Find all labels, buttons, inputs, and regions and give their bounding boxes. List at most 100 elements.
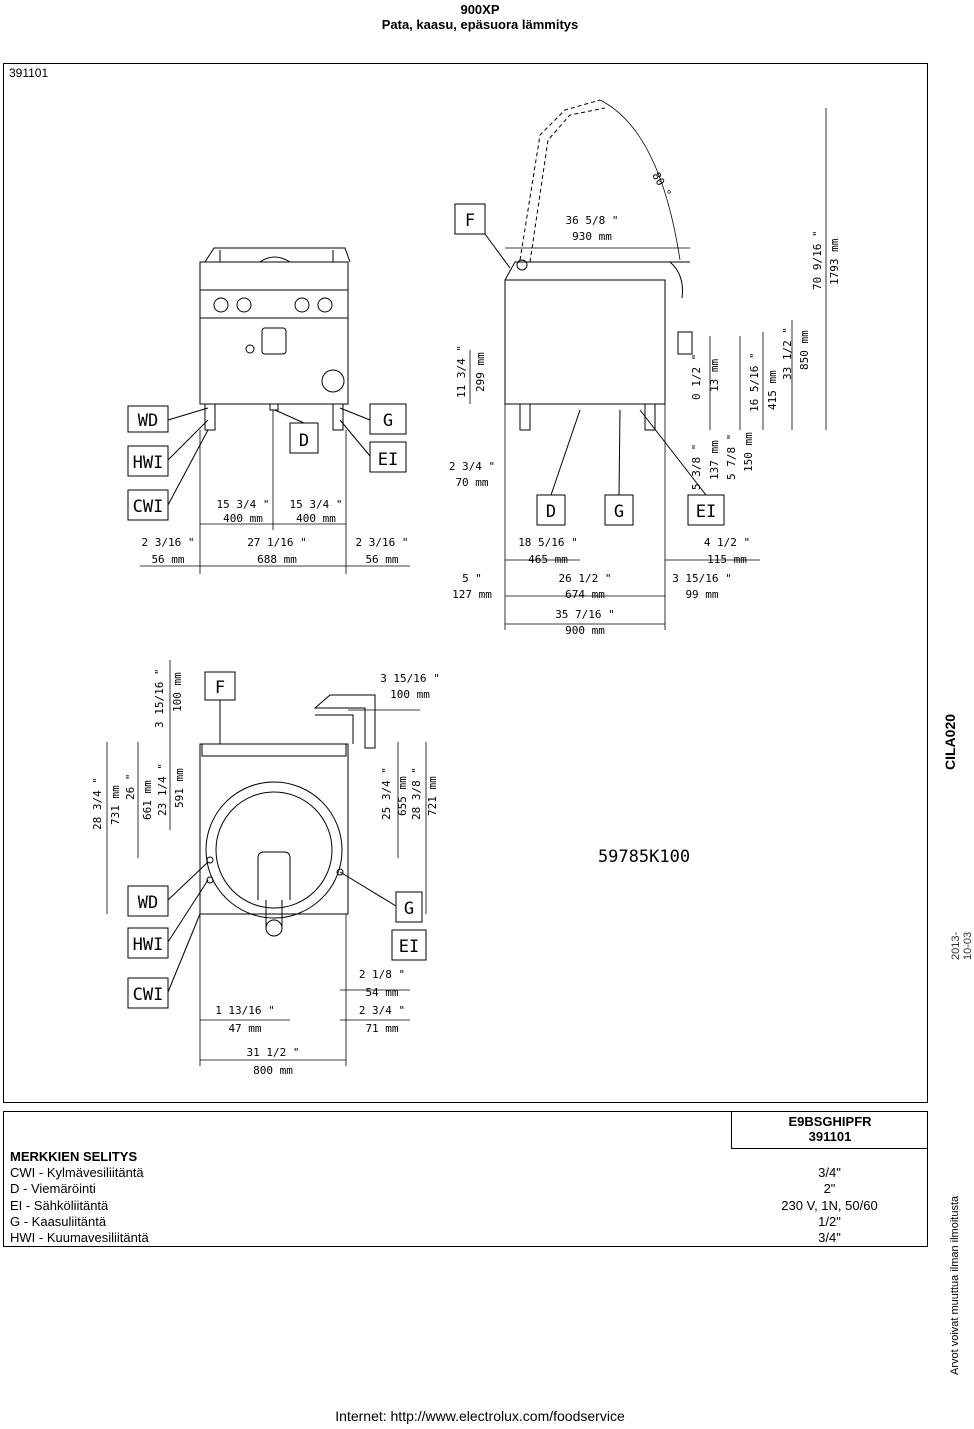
front-hwi-label: HWI <box>133 453 164 473</box>
dim-label: 35 7/16 " <box>555 608 615 621</box>
dim-label: 850 mm <box>798 330 811 370</box>
dim-label: 26 1/2 " <box>559 572 612 585</box>
legend-row-label: HWI - Kuumavesiliitäntä <box>10 1230 149 1245</box>
legend-row-value: 2" <box>823 1181 836 1196</box>
angle-label: 80 ° <box>649 170 674 199</box>
dim-label: 127 mm <box>452 588 492 601</box>
model-number: 391101 <box>9 66 49 80</box>
legend-row-label: G - Kaasuliitäntä <box>10 1214 107 1229</box>
top-label-boxes <box>127 861 427 1009</box>
legend-row-label: CWI - Kylmävesiliitäntä <box>10 1165 144 1180</box>
legend-title: MERKKIEN SELITYS <box>10 1149 138 1164</box>
front-ei-label: EI <box>378 450 398 470</box>
drawing-frame <box>3 63 928 1103</box>
page-title: 900XP <box>460 2 500 17</box>
dim-label: 27 1/16 " <box>247 536 307 549</box>
dim-label: 100 mm <box>171 672 184 712</box>
dim-label: 33 1/2 " <box>781 327 794 380</box>
dim-label: 5 3/8 " <box>690 444 703 490</box>
legend-model-number: 391101 <box>808 1129 852 1144</box>
dim-label: 26 " <box>124 774 137 801</box>
dim-label: 591 mm <box>173 768 186 808</box>
top-f-label: F <box>215 678 225 698</box>
dim-label: 0 1/2 " <box>690 354 703 400</box>
dim-label: 688 mm <box>257 553 297 566</box>
top-wd-label: WD <box>138 893 158 913</box>
dim-label: 5 " <box>462 572 482 585</box>
dim-label: 400 mm <box>223 512 263 525</box>
dim-label: 721 mm <box>426 776 439 816</box>
legend-row-label: D - Viemäröinti <box>10 1181 96 1196</box>
top-cwi-label: CWI <box>133 985 164 1005</box>
page-header: 900XP Pata, kaasu, epäsuora lämmitys <box>0 0 960 32</box>
dim-label: 465 mm <box>528 553 568 566</box>
dim-label: 299 mm <box>474 352 487 392</box>
dim-label: 3 15/16 " <box>153 668 166 728</box>
top-hwi-label: HWI <box>133 935 164 955</box>
legend-row-value: 3/4" <box>818 1230 841 1245</box>
dim-label: 900 mm <box>565 624 605 637</box>
page-subtitle: Pata, kaasu, epäsuora lämmitys <box>381 17 579 32</box>
legend-row-value: 1/2" <box>818 1214 841 1229</box>
dim-label: 100 mm <box>390 688 430 701</box>
dim-label: 16 5/16 " <box>748 352 761 412</box>
legend-row-value: 230 V, 1N, 50/60 <box>781 1198 878 1213</box>
dim-label: 4 1/2 " <box>704 536 750 549</box>
dim-label: 5 7/8 " <box>725 434 738 480</box>
dim-label: 25 3/4 " <box>380 767 393 820</box>
doc-date: 2013-10-03 <box>950 931 974 960</box>
dim-label: 28 3/8 " <box>410 767 423 820</box>
legend-row-label: EI - Sähköliitäntä <box>10 1198 109 1213</box>
top-view <box>199 694 376 937</box>
dim-label: 3 15/16 " <box>380 672 440 685</box>
front-view <box>199 247 351 431</box>
top-ei-label: EI <box>399 937 419 957</box>
dim-label: 15 3/4 " <box>217 498 270 511</box>
cila-code: CILA020 <box>942 713 958 770</box>
dim-label: 415 mm <box>766 370 779 410</box>
dim-label: 1 13/16 " <box>215 1004 275 1017</box>
dim-label: 13 mm <box>708 359 721 392</box>
dim-label: 99 mm <box>685 588 718 601</box>
side-f-label: F <box>465 211 475 231</box>
front-wd-label: WD <box>138 411 158 431</box>
top-dim-lines <box>106 660 427 1066</box>
side-ei-label: EI <box>696 502 716 522</box>
dim-label: 71 mm <box>365 1022 398 1035</box>
dim-label: 655 mm <box>396 776 409 816</box>
dim-label: 674 mm <box>565 588 605 601</box>
side-label-boxes <box>536 409 725 526</box>
dim-label: 31 1/2 " <box>247 1046 300 1059</box>
front-labels <box>127 403 407 521</box>
dim-label: 137 mm <box>708 440 721 480</box>
dim-label: 930 mm <box>572 230 612 243</box>
front-dim-lines <box>140 410 410 574</box>
dim-label: 23 1/4 " <box>156 763 169 816</box>
dim-label: 2 3/4 " <box>359 1004 405 1017</box>
dim-label: 70 mm <box>455 476 488 489</box>
legend-row-value: 3/4" <box>818 1165 841 1180</box>
legend-table: E9BSGHIPFR 391101 MERKKIEN SELITYS CWI -… <box>3 1111 928 1247</box>
legend-model-code: E9BSGHIPFR <box>788 1114 872 1129</box>
front-cwi-label: CWI <box>133 497 164 517</box>
footer-url[interactable]: Internet: http://www.electrolux.com/food… <box>335 1408 625 1424</box>
side-dim-lines <box>469 108 827 630</box>
dim-label: 2 3/4 " <box>449 460 495 473</box>
dim-label: 2 3/16 " <box>356 536 409 549</box>
dim-label: 11 3/4 " <box>455 345 468 398</box>
technical-drawing: WD HWI CWI D G EI 15 3/4 " 400 mm 15 3/4… <box>91 99 841 1077</box>
legend-header: E9BSGHIPFR 391101 <box>731 1111 928 1149</box>
side-view <box>504 99 693 431</box>
dim-label: 54 mm <box>365 986 398 999</box>
dim-label: 1793 mm <box>828 238 841 285</box>
dim-label: 47 mm <box>228 1022 261 1035</box>
dim-label: 731 mm <box>109 785 122 825</box>
dim-label: 2 1/8 " <box>359 968 405 981</box>
top-g-label: G <box>404 899 414 919</box>
dim-label: 56 mm <box>365 553 398 566</box>
side-f-box <box>454 203 486 235</box>
dim-label: 18 5/16 " <box>518 536 578 549</box>
dim-label: 15 3/4 " <box>290 498 343 511</box>
dim-label: 150 mm <box>742 432 755 472</box>
dim-label: 800 mm <box>253 1064 293 1077</box>
